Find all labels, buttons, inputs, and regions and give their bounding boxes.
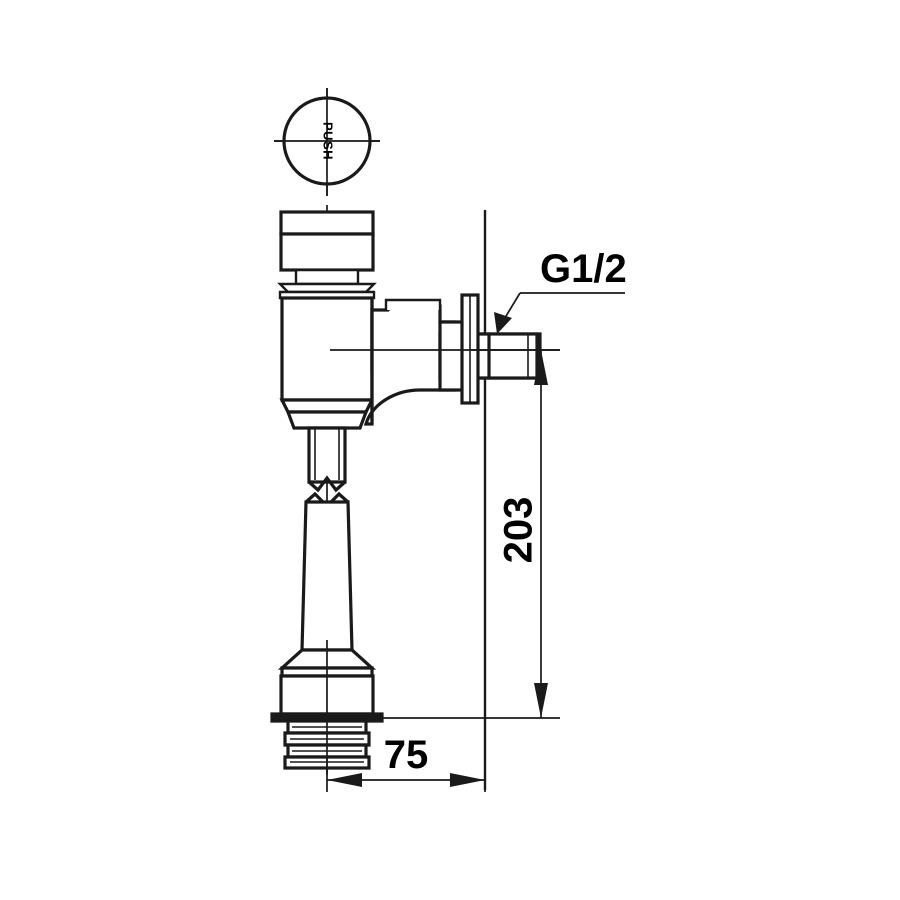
push-label: PUSH [321,122,336,160]
inlet-coupling-nut [487,332,539,380]
escutcheon-flange [460,293,480,405]
dim203-arrowhead-top [534,350,548,385]
valve-body-cylinder [280,296,374,402]
push-button-cap [277,210,377,300]
valve-body-bottom-chamfer [279,398,375,414]
inlet-thread-size-annotation: G1/2 [494,247,627,334]
valve-body-bottom-skirt [285,410,369,430]
coupling-nut-body [487,332,539,380]
outlet-tube-lower [300,500,354,652]
valve-body [279,296,375,430]
inlet-thread-size-label: G1/2 [540,247,627,291]
dim75-arrowhead-right [450,773,485,787]
projection-dimension: 75 [326,733,486,792]
dim203-arrowhead-bottom [534,683,548,718]
g12-leader-arrowhead [494,312,512,334]
projection-dimension-label: 75 [384,733,429,777]
height-dimension-label: 203 [497,497,541,564]
push-button-top-view: PUSH [274,88,380,196]
inlet-arm-tab [384,298,442,310]
dim75-arrowhead-left [327,773,362,787]
cap-neck [294,268,360,286]
outlet-tube [300,426,354,652]
height-dimension: 203 [360,349,560,719]
cap-lower-band [279,232,375,272]
outlet-tube-break-upper [307,475,347,493]
cap-upper-band [279,210,375,236]
